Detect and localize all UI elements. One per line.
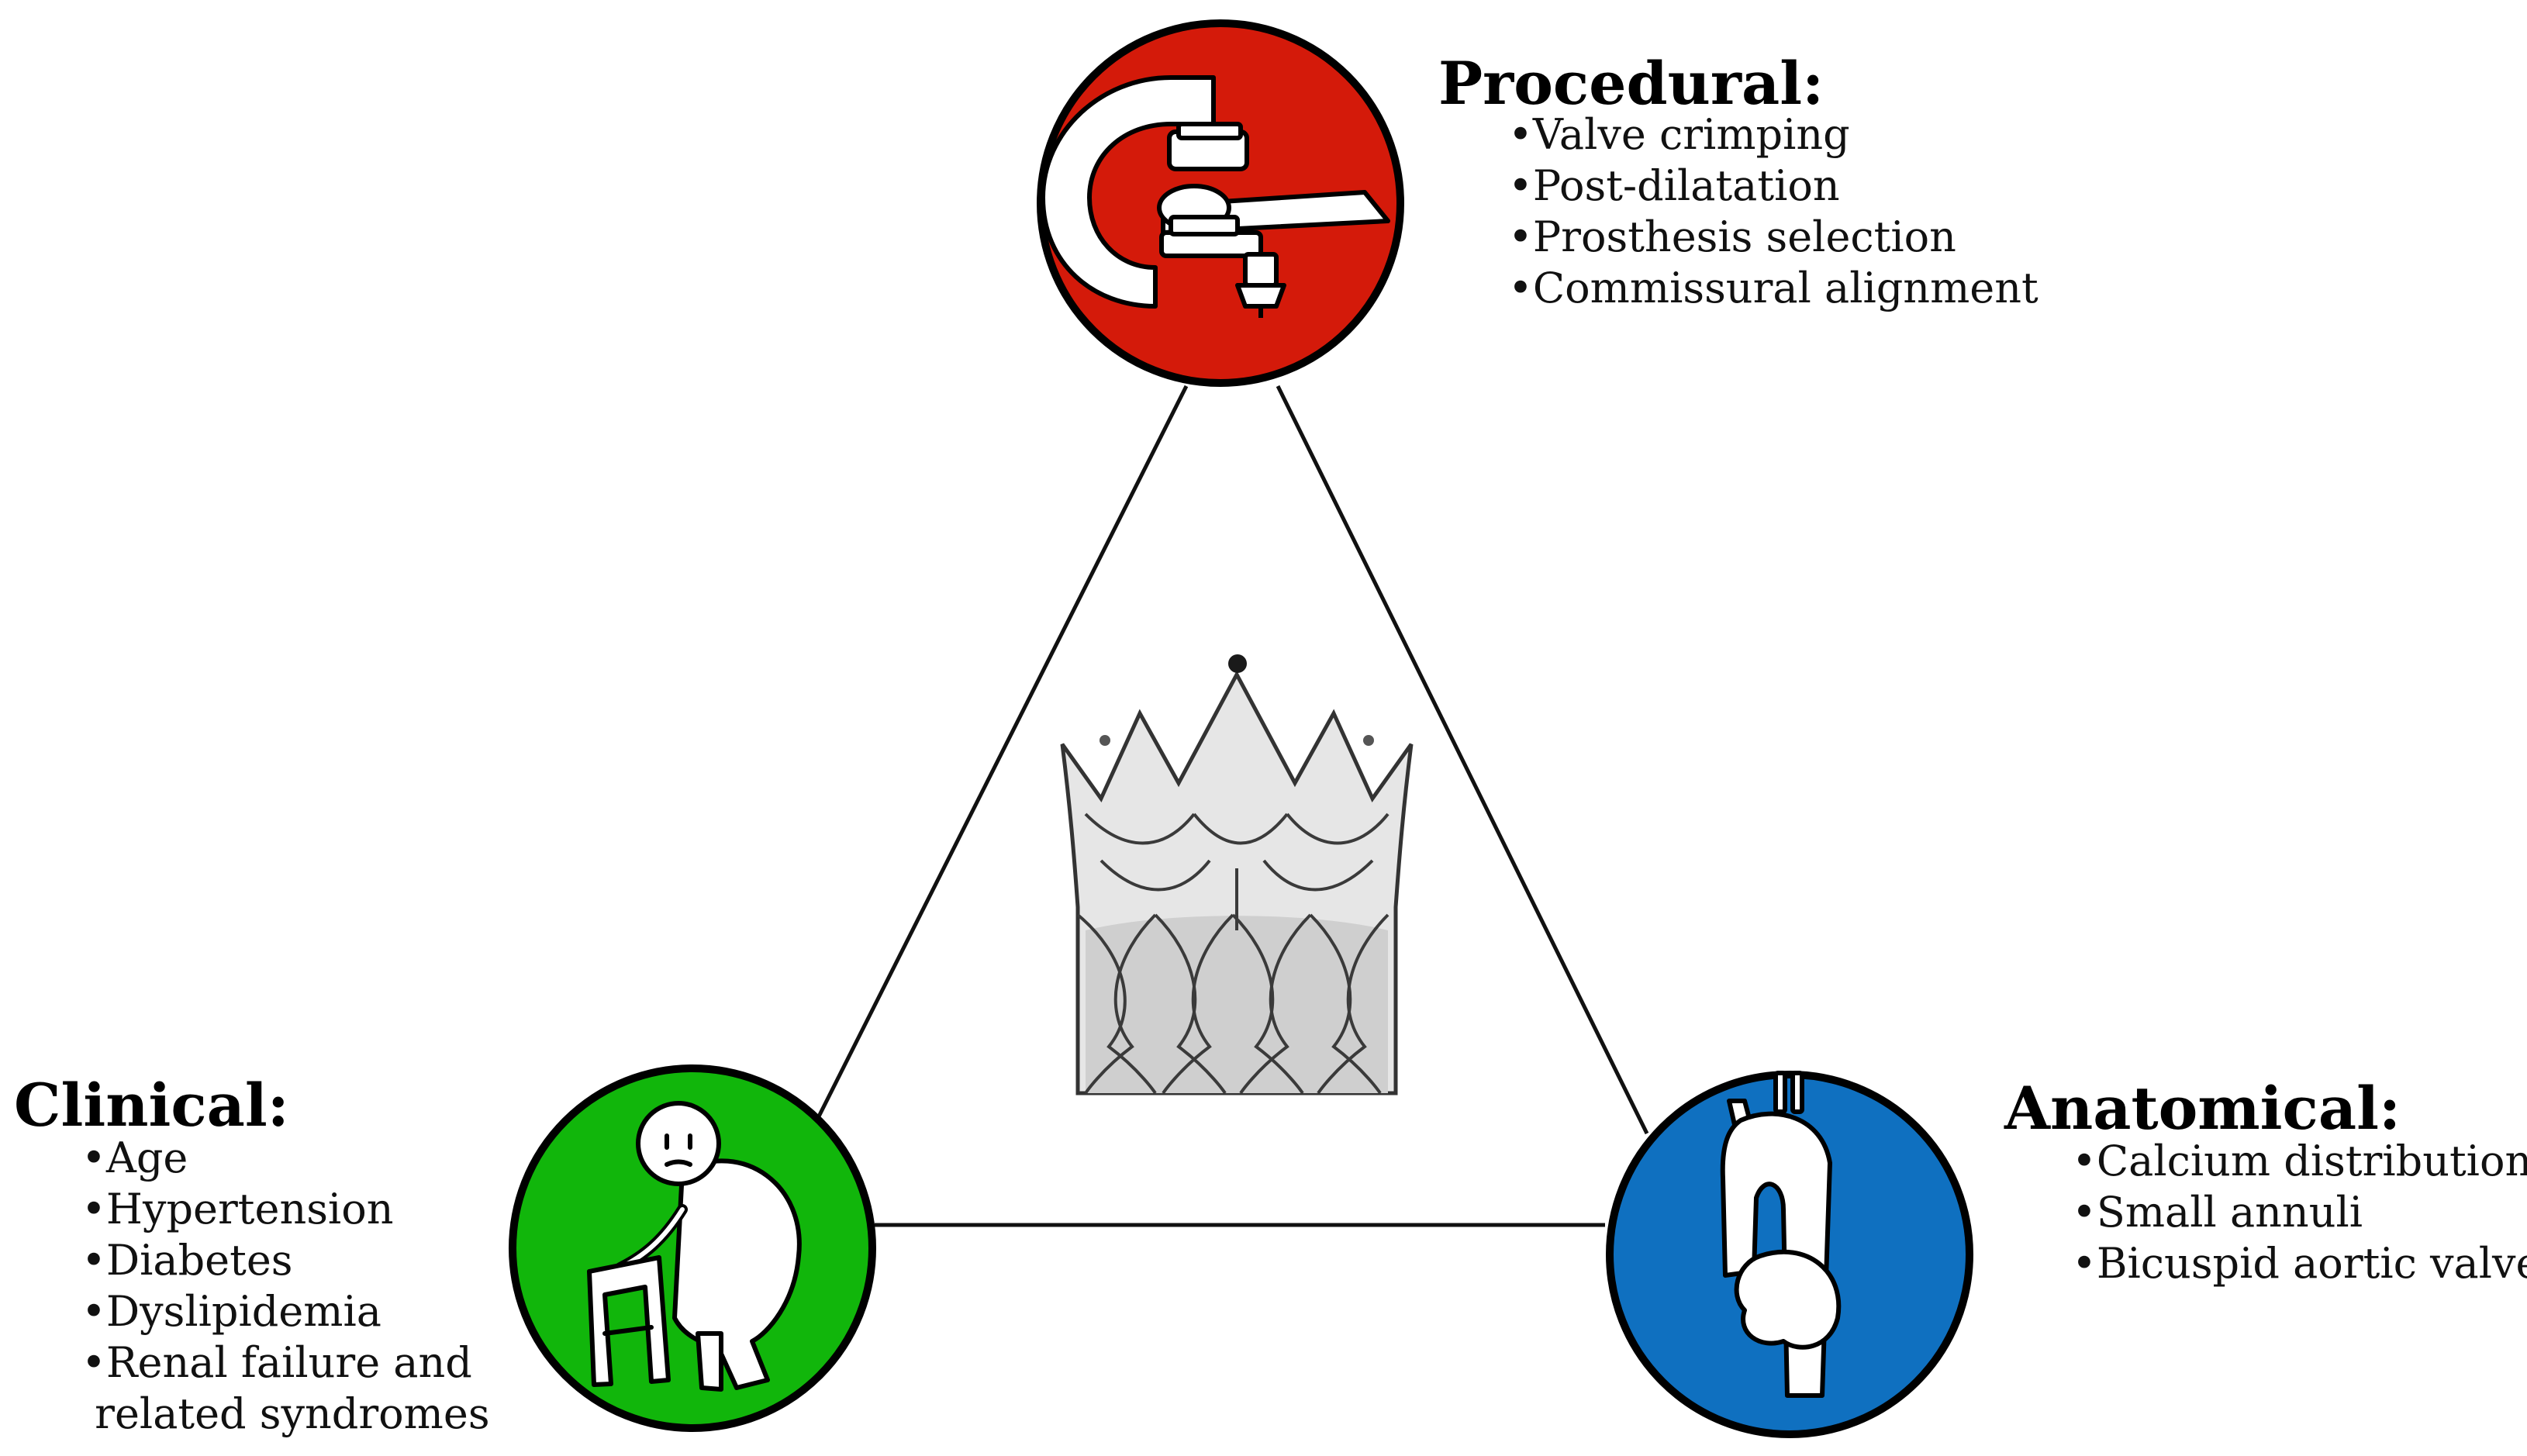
anatomical-item: •Bicuspid aortic valve bbox=[2072, 1239, 2527, 1288]
connector-procedural-anatomical bbox=[1276, 385, 1649, 1135]
clinical-item: related syndromes bbox=[81, 1389, 490, 1438]
procedural-text: Procedural: •Valve crimping •Post-dilata… bbox=[1438, 49, 2039, 312]
c-arm-xray-icon bbox=[1041, 75, 1390, 318]
anatomical-text: Anatomical: •Calcium distribution •Small… bbox=[2004, 1074, 2527, 1288]
procedural-item: •Commissural alignment bbox=[1508, 264, 2039, 312]
anatomical-heading: Anatomical: bbox=[2004, 1074, 2401, 1143]
elderly-person-walker-icon bbox=[587, 1101, 802, 1392]
clinical-item: •Hypertension bbox=[81, 1185, 394, 1233]
clinical-node bbox=[509, 1064, 876, 1432]
clinical-text: Clinical: •Age •Hypertension •Diabetes •… bbox=[14, 1071, 490, 1438]
anatomical-item: •Small annuli bbox=[2072, 1188, 2363, 1237]
clinical-item: •Age bbox=[81, 1133, 188, 1182]
triangle-connectors bbox=[816, 385, 1649, 1227]
procedural-item: •Post-dilatation bbox=[1508, 161, 1840, 210]
clinical-item: •Diabetes bbox=[81, 1236, 293, 1285]
anatomical-node bbox=[1606, 1071, 1973, 1438]
connector-procedural-clinical bbox=[816, 385, 1189, 1118]
clinical-item: •Renal failure and bbox=[81, 1338, 472, 1387]
procedural-node bbox=[1037, 19, 1404, 387]
procedural-item: •Valve crimping bbox=[1508, 110, 1850, 159]
procedural-item: •Prosthesis selection bbox=[1508, 212, 1956, 261]
clinical-item: •Dyslipidemia bbox=[81, 1287, 381, 1336]
transcatheter-valve-icon bbox=[1060, 654, 1414, 1095]
clinical-heading: Clinical: bbox=[14, 1071, 289, 1140]
anatomical-item: •Calcium distribution bbox=[2072, 1137, 2527, 1185]
aorta-icon bbox=[1720, 1071, 1842, 1398]
procedural-heading: Procedural: bbox=[1438, 49, 1824, 118]
